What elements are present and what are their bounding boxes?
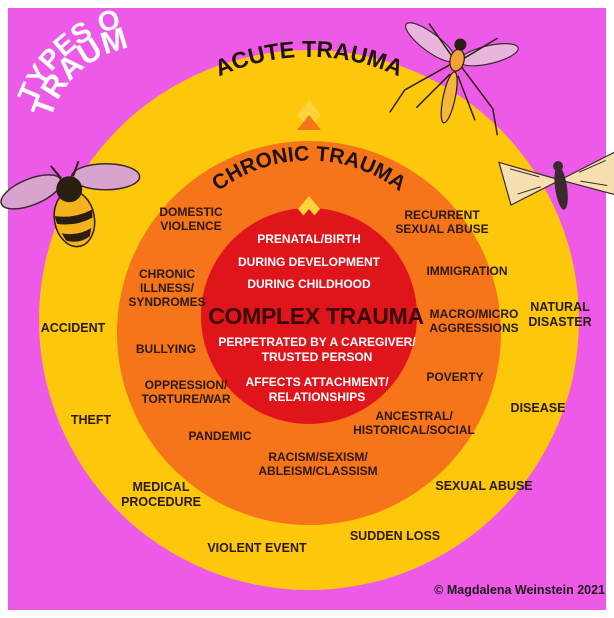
trauma-label: PERPETRATED BY A CAREGIVER/TRUSTED PERSO… xyxy=(218,335,416,364)
trauma-label: IMMIGRATION xyxy=(426,264,507,278)
trauma-label: POVERTY xyxy=(426,370,483,384)
complex-item: DURING DEVELOPMENT xyxy=(238,255,381,269)
mosquito-icon xyxy=(389,22,519,136)
trauma-label: SUDDEN LOSS xyxy=(350,529,440,543)
trauma-label: ANCESTRAL/HISTORICAL/SOCIAL xyxy=(353,409,475,437)
trauma-label: PANDEMIC xyxy=(188,429,251,443)
trauma-label: ACCIDENT xyxy=(41,321,106,335)
copyright-credit: © Magdalena Weinstein 2021 xyxy=(434,583,605,597)
trauma-label: DISEASE xyxy=(511,401,566,415)
acute-marker-shade xyxy=(297,115,321,130)
complex-trauma-contexts: PRENATAL/BIRTH DURING DEVELOPMENT DURING… xyxy=(238,232,381,291)
complex-trauma-title: COMPLEX TRAUMA xyxy=(208,303,424,329)
trauma-label: THEFT xyxy=(71,413,112,427)
trauma-label: OPPRESSION/TORTURE/WAR xyxy=(141,378,230,406)
trauma-label: SEXUAL ABUSE xyxy=(435,479,532,493)
complex-circle xyxy=(201,208,417,424)
trauma-label: RACISM/SEXISM/ABLEISM/CLASSISM xyxy=(258,450,377,478)
complex-item: DURING CHILDHOOD xyxy=(247,277,371,291)
trauma-label: AFFECTS ATTACHMENT/RELATIONSHIPS xyxy=(245,375,389,404)
trauma-label: BULLYING xyxy=(136,342,196,356)
bee-icon xyxy=(0,160,141,248)
trauma-label: VIOLENT EVENT xyxy=(207,541,307,555)
complex-item: PRENATAL/BIRTH xyxy=(257,232,361,246)
moth-icon xyxy=(498,151,614,210)
complex-trauma-effects: PERPETRATED BY A CAREGIVER/TRUSTED PERSO… xyxy=(218,335,416,404)
chronic-marker-shade xyxy=(298,209,320,222)
